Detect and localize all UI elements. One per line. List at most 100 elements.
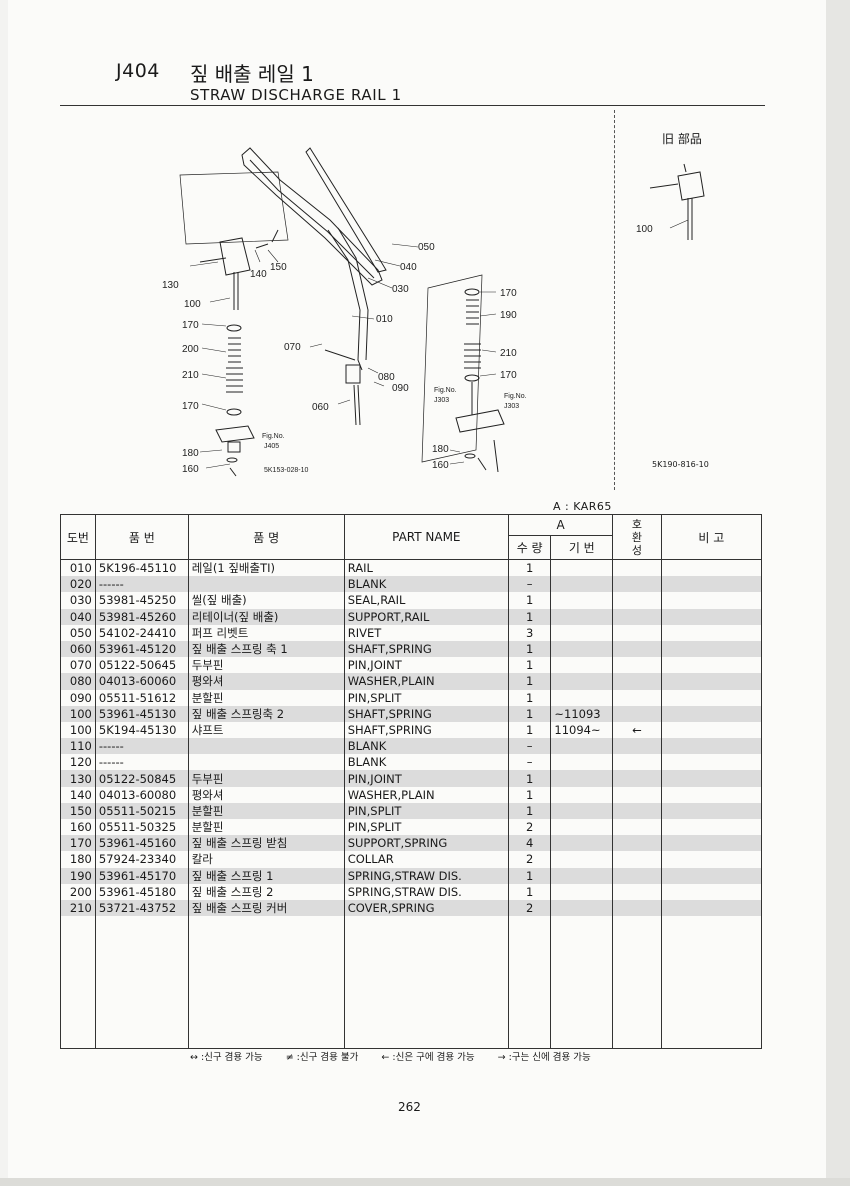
cell-en: SUPPORT,RAIL bbox=[343, 608, 509, 625]
col-note: 비 고 bbox=[660, 514, 763, 560]
callout-170b: 170 bbox=[182, 401, 199, 412]
col-no: 도번 bbox=[60, 514, 96, 560]
cell-en: PIN,SPLIT bbox=[343, 819, 509, 836]
cell-kr: 두부핀 bbox=[187, 770, 345, 787]
cell-ex bbox=[612, 786, 662, 803]
cell-no: 150 bbox=[60, 802, 96, 819]
cell-pn: 5K194-45130 bbox=[94, 721, 189, 739]
cell-ex bbox=[612, 738, 662, 755]
cell-ser bbox=[550, 608, 614, 625]
callout-180a: 180 bbox=[182, 448, 199, 459]
cell-qty: 1 bbox=[507, 592, 552, 609]
drawing-code-right: 5K190-816-10 bbox=[652, 460, 709, 469]
fig-ref-j405-code: J405 bbox=[264, 443, 279, 450]
cell-pn: 05511-50325 bbox=[94, 819, 189, 836]
title-english: STRAW DISCHARGE RAIL 1 bbox=[190, 86, 402, 104]
cell-note bbox=[660, 657, 763, 674]
col-qty: 수 량 bbox=[507, 535, 552, 560]
cell-ex bbox=[612, 754, 662, 771]
section-code: J404 bbox=[116, 60, 160, 82]
cell-pn: 05122-50645 bbox=[94, 657, 189, 674]
cell-no: 190 bbox=[60, 867, 96, 884]
cell-note bbox=[660, 851, 763, 868]
cell-qty: – bbox=[507, 738, 552, 755]
cell-ser bbox=[550, 624, 614, 641]
cell-qty: 2 bbox=[507, 819, 552, 836]
cell-kr: 샤프트 bbox=[187, 721, 345, 739]
page-number: 262 bbox=[398, 1100, 421, 1114]
cell-pn: 05511-50215 bbox=[94, 802, 189, 819]
cell-en: SPRING,STRAW DIS. bbox=[343, 883, 509, 900]
cell-ex bbox=[612, 883, 662, 900]
cell-en: BLANK bbox=[343, 738, 509, 755]
cell-note bbox=[660, 754, 763, 771]
cell-qty: 1 bbox=[507, 883, 552, 900]
cell-en: SUPPORT,SPRING bbox=[343, 835, 509, 852]
cell-pn: 04013-60080 bbox=[94, 786, 189, 803]
cell-no: 070 bbox=[60, 657, 96, 674]
cell-note bbox=[660, 867, 763, 884]
cell-ex bbox=[612, 835, 662, 852]
compatibility-legend: ↔ :신구 겸용 가능 ≠ :신구 겸용 불가 ← :신은 구에 겸용 가능 →… bbox=[190, 1049, 611, 1063]
title-korean: 짚 배출 레일 1 bbox=[190, 62, 314, 86]
legend-item: ≠ :신구 겸용 불가 bbox=[285, 1052, 359, 1063]
cell-pn: 53961-45170 bbox=[94, 867, 189, 884]
cell-note bbox=[660, 899, 763, 917]
cell-qty: 2 bbox=[507, 899, 552, 917]
cell-ser bbox=[550, 883, 614, 900]
cell-pn: 05511-51612 bbox=[94, 689, 189, 706]
fig-ref-j303b: Fig.No. bbox=[504, 393, 527, 400]
cell-no: 100 bbox=[60, 721, 96, 739]
cell-pn: 05122-50845 bbox=[94, 770, 189, 787]
cell-no: 160 bbox=[60, 819, 96, 836]
callout-200: 200 bbox=[182, 344, 199, 355]
cell-en: WASHER,PLAIN bbox=[343, 786, 509, 803]
callout-010: 010 bbox=[376, 314, 393, 325]
cell-qty: 1 bbox=[507, 640, 552, 658]
cell-ser bbox=[550, 770, 614, 787]
cell-qty: 1 bbox=[507, 721, 552, 739]
cell-qty: 4 bbox=[507, 835, 552, 852]
callout-040: 040 bbox=[400, 262, 417, 273]
col-part-no: 품 번 bbox=[94, 514, 189, 560]
cell-kr: 짚 배출 스프링 커버 bbox=[187, 899, 345, 917]
cell-en: SHAFT,SPRING bbox=[343, 705, 509, 722]
callout-170d: 170 bbox=[500, 370, 517, 381]
cell-en: PIN,JOINT bbox=[343, 657, 509, 674]
cell-qty: 1 bbox=[507, 786, 552, 803]
scan-edge-right bbox=[826, 0, 850, 1186]
cell-ex bbox=[612, 624, 662, 641]
cell-note bbox=[660, 608, 763, 625]
cell-ser bbox=[550, 819, 614, 836]
cell-pn: ------ bbox=[94, 738, 189, 755]
cell-ser bbox=[550, 899, 614, 917]
cell-no: 170 bbox=[60, 835, 96, 852]
cell-ex bbox=[612, 867, 662, 884]
cell-ser bbox=[550, 657, 614, 674]
cell-note bbox=[660, 819, 763, 836]
cell-ex bbox=[612, 705, 662, 722]
callout-070: 070 bbox=[284, 342, 301, 353]
callout-210a: 210 bbox=[182, 370, 199, 381]
cell-ser: ~11093 bbox=[550, 705, 614, 722]
cell-ser bbox=[550, 640, 614, 658]
cell-en: RAIL bbox=[343, 559, 509, 577]
cell-en: PIN,JOINT bbox=[343, 770, 509, 787]
cell-kr: 평와셔 bbox=[187, 786, 345, 803]
cell-no: 030 bbox=[60, 592, 96, 609]
cell-kr: 리테이너(짚 배출) bbox=[187, 608, 345, 625]
fig-ref-j303b-code: J303 bbox=[504, 403, 519, 410]
cell-no: 200 bbox=[60, 883, 96, 900]
cell-kr: 짚 배출 스프링축 2 bbox=[187, 705, 345, 722]
cell-ser bbox=[550, 802, 614, 819]
callout-080: 080 bbox=[378, 372, 395, 383]
cell-note bbox=[660, 738, 763, 755]
cell-kr: 씰(짚 배출) bbox=[187, 592, 345, 609]
